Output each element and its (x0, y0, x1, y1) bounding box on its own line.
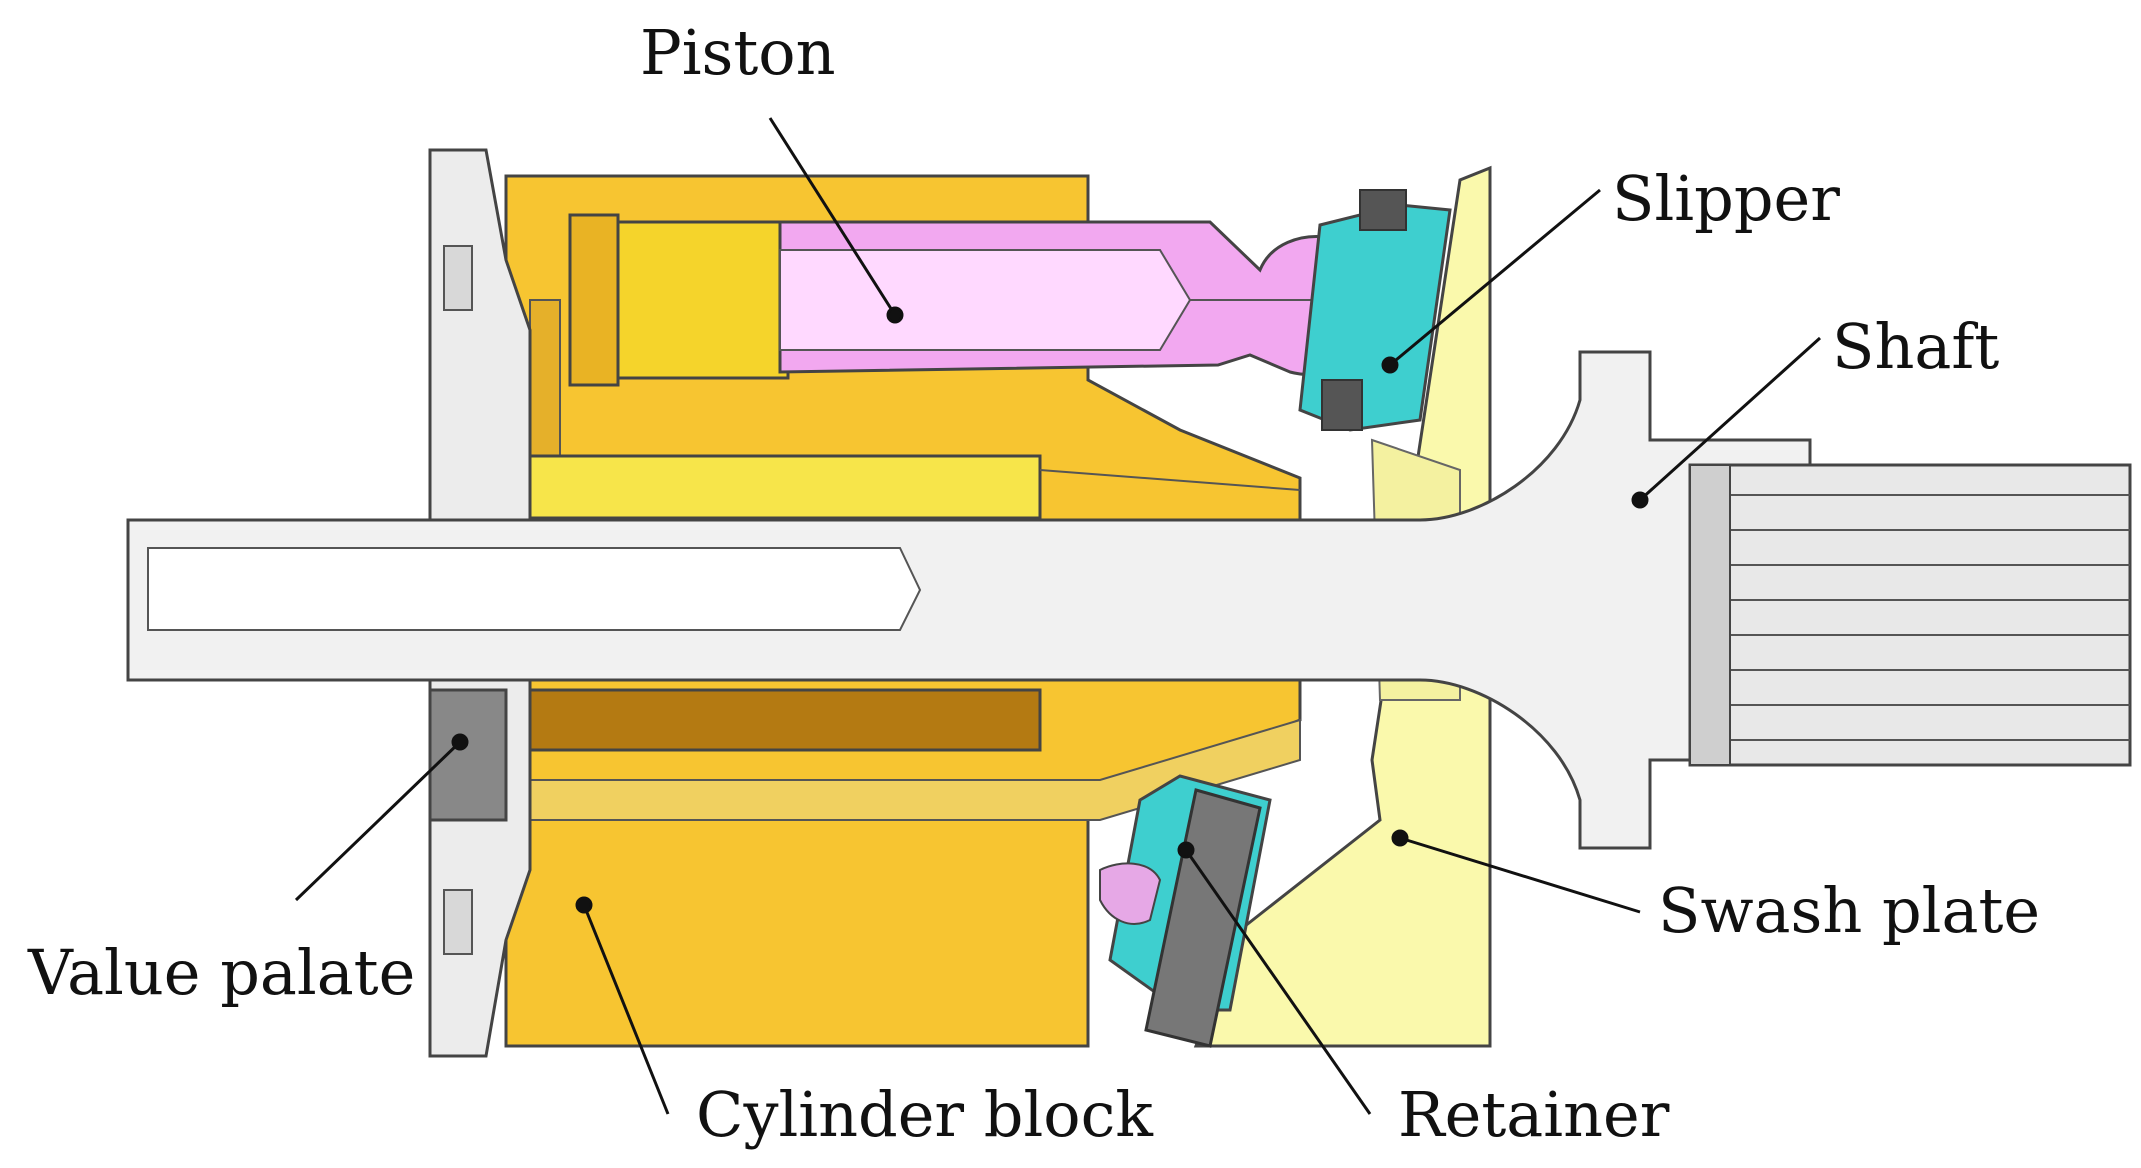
shaft (126, 350, 2132, 850)
label-swash-plate: Swash plate (1658, 874, 2041, 947)
label-value-palate: Value palate (28, 936, 416, 1009)
leader-line-retainer (1184, 849, 1372, 1115)
leader-line-swash (1399, 836, 1641, 914)
leader-dot-swash (1391, 829, 1409, 847)
leader-dot-valve (451, 733, 469, 751)
leader-dot-piston (886, 306, 904, 324)
leader-dot-shaft (1631, 491, 1649, 509)
leader-dot-cylinder (575, 896, 593, 914)
retainer (1099, 788, 1262, 1048)
label-cylinder-block: Cylinder block (696, 1078, 1153, 1151)
piston (568, 213, 1390, 387)
leader-line-cylinder (582, 904, 670, 1115)
leader-line-shaft (1638, 336, 1822, 502)
label-shaft: Shaft (1832, 310, 2000, 383)
leader-dot-slipper (1381, 356, 1399, 374)
leader-line-valve (294, 740, 462, 902)
label-slipper: Slipper (1612, 162, 1840, 235)
label-piston: Piston (640, 16, 836, 89)
leader-dot-retainer (1177, 841, 1195, 859)
leader-lines (294, 117, 1822, 1115)
leader-line-slipper (1389, 188, 1601, 367)
leader-line-piston (768, 117, 897, 316)
label-retainer: Retainer (1398, 1078, 1670, 1151)
